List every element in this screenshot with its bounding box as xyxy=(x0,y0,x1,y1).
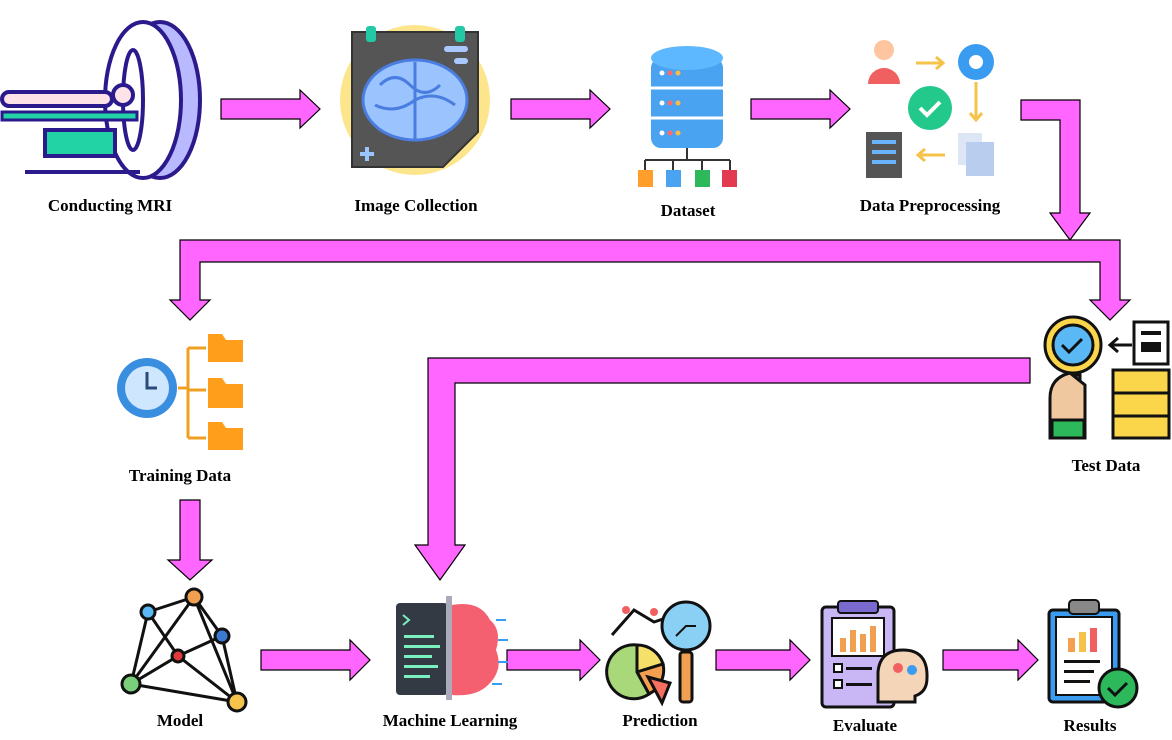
clock-folders-icon xyxy=(117,334,243,450)
magnifier-test-icon xyxy=(1043,315,1171,440)
split-bar xyxy=(168,239,1132,321)
arrow-preprocessing-down xyxy=(1020,99,1092,242)
label-evaluate: Evaluate xyxy=(832,716,898,735)
label-data-preprocessing: Data Preprocessing xyxy=(859,196,1001,215)
label-prediction: Prediction xyxy=(622,711,698,730)
label-results: Results xyxy=(1063,716,1117,735)
brain-scan-image-icon xyxy=(340,25,490,175)
network-graph-icon xyxy=(120,587,248,713)
label-test-data: Test Data xyxy=(1071,456,1141,475)
arrow-test-to-ml xyxy=(413,357,1031,582)
label-dataset: Dataset xyxy=(660,201,716,220)
clipboard-check-icon xyxy=(1047,599,1139,709)
arrow-evaluate-to-results xyxy=(942,638,1039,682)
brain-code-icon xyxy=(396,596,508,700)
label-machine-learning: Machine Learning xyxy=(382,711,518,730)
arrow-model-to-ml xyxy=(260,638,371,682)
data-processing-icon xyxy=(866,40,994,178)
label-conducting-mri: Conducting MRI xyxy=(47,196,173,215)
arrow-collection-to-dataset xyxy=(510,88,611,130)
label-model: Model xyxy=(156,711,204,730)
database-icon xyxy=(638,46,737,187)
clipboard-brain-icon xyxy=(820,600,929,709)
mri-scanner-icon xyxy=(0,20,202,180)
label-image-collection: Image Collection xyxy=(354,196,478,215)
arrow-training-to-model xyxy=(166,499,214,581)
arrow-dataset-to-preprocessing xyxy=(750,88,851,130)
arrow-prediction-to-evaluate xyxy=(715,638,811,682)
pie-chart-magnifier-icon xyxy=(605,600,712,707)
arrow-mri-to-collection xyxy=(220,88,321,130)
label-training-data: Training Data xyxy=(128,466,232,485)
arrow-ml-to-prediction xyxy=(506,638,601,682)
